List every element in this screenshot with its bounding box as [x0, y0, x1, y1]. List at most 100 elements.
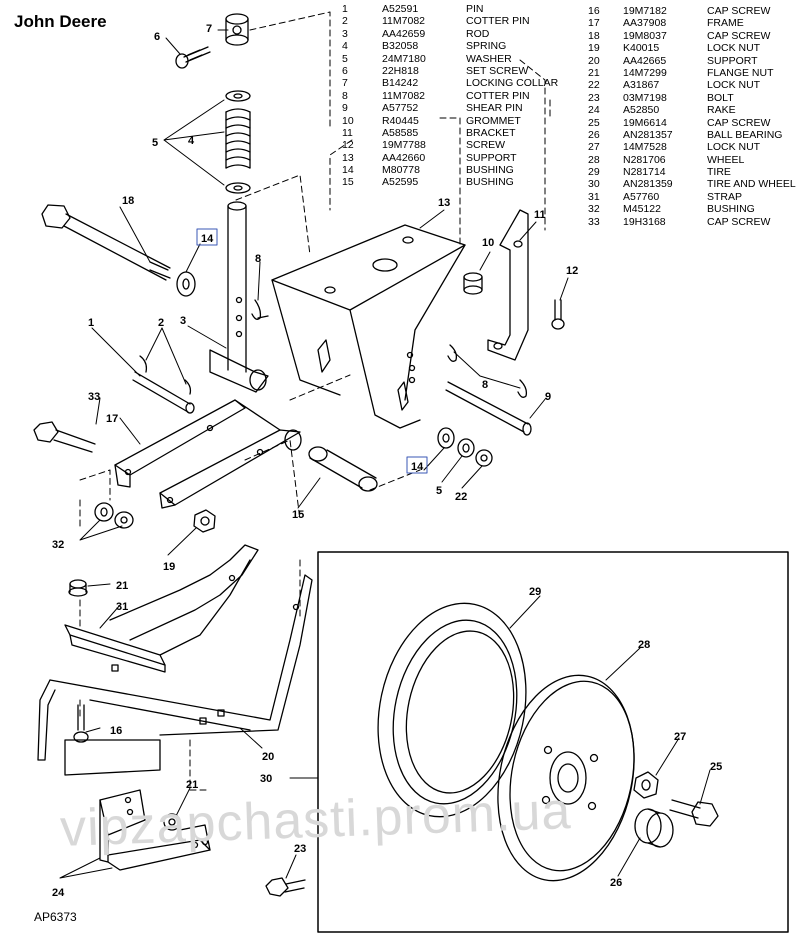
part-number: AA42665 [623, 54, 667, 67]
callout-8b: 8 [482, 379, 488, 391]
item-number: 30 [588, 178, 600, 191]
flange-nut-21b [163, 813, 181, 831]
bracket [487, 209, 529, 361]
part-number: 11M7082 [382, 15, 426, 28]
cap-screw-33 [33, 421, 96, 453]
part-number: 11M7082 [382, 89, 426, 102]
part-number: K40015 [623, 42, 660, 55]
part-number: 24M7180 [382, 52, 426, 65]
part-number: 19M7182 [623, 5, 667, 17]
part-description: SCREW [466, 139, 506, 152]
callout-5b: 5 [436, 485, 442, 497]
part-description: LOCK NUT [707, 141, 761, 154]
bushing-15 [308, 446, 378, 492]
callout-1: 1 [88, 317, 94, 329]
item-number: 4 [342, 40, 348, 53]
callout-4: 4 [188, 135, 195, 147]
part-number: 19M7788 [382, 139, 426, 152]
callout-33: 33 [88, 391, 100, 403]
callout-28: 28 [638, 639, 650, 651]
callout-box-14a [196, 228, 218, 246]
item-number: 23 [588, 91, 600, 104]
item-number: 33 [588, 215, 600, 228]
bushing-washer-nut-set [437, 427, 493, 467]
item-number: 19 [588, 42, 600, 55]
item-number: 11 [342, 126, 353, 139]
part-description: PIN [466, 3, 484, 15]
vertical-rod [209, 201, 269, 393]
flange-nut-21 [68, 579, 88, 597]
part-number: 14M7299 [623, 66, 667, 79]
item-number: 15 [342, 176, 354, 189]
part-description: SHEAR PIN [466, 102, 523, 115]
part-number: N281714 [623, 166, 666, 179]
ball-bearing [634, 808, 674, 848]
part-description: LOCK NUT [707, 42, 761, 55]
part-description: SPRING [466, 40, 507, 53]
part-number: A31867 [623, 79, 660, 92]
part-description: BALL BEARING [707, 128, 783, 141]
long-cap-screw [41, 204, 196, 297]
part-number: AA42660 [382, 151, 426, 164]
callout-25: 25 [710, 761, 722, 773]
callout-5a: 5 [152, 137, 158, 149]
part-number: A52850 [623, 104, 660, 117]
item-number: 31 [588, 190, 600, 203]
lock-nut-19 [193, 509, 216, 533]
cotter-pins [251, 299, 528, 398]
part-description: BUSHING [466, 176, 514, 189]
item-number: 22 [588, 79, 600, 92]
item-number: 24 [588, 104, 600, 117]
part-description: COTTER PIN [466, 89, 530, 102]
screw-12 [551, 299, 565, 330]
item-number: 16 [588, 5, 600, 17]
item-number: 28 [588, 153, 600, 166]
item-number: 12 [342, 139, 354, 152]
item-number: 3 [342, 27, 348, 40]
part-number: A52591 [382, 3, 419, 15]
item-number: 20 [588, 54, 600, 67]
part-description: CAP SCREW [707, 215, 771, 228]
callout-31: 31 [116, 601, 128, 613]
part-description: STRAP [707, 190, 743, 203]
part-description: TIRE [707, 166, 731, 179]
callout-8a: 8 [255, 253, 261, 265]
part-number: R40445 [382, 114, 419, 127]
bolt-23 [265, 877, 306, 897]
part-number: 19M8037 [623, 29, 667, 42]
part-number: B32058 [382, 40, 419, 53]
callout-17: 17 [106, 413, 118, 425]
part-description: LOCK NUT [707, 79, 761, 92]
part-number: AA42659 [382, 27, 426, 40]
figure-id: AP6373 [34, 910, 77, 924]
part-description: SUPPORT [707, 54, 758, 67]
part-description: FLANGE NUT [707, 66, 774, 79]
callout-19: 19 [163, 561, 175, 573]
callout-14b: 14 [411, 461, 424, 473]
callout-7: 7 [206, 23, 212, 35]
shear-pin [445, 381, 532, 436]
grommet [463, 272, 483, 295]
item-number: 25 [588, 116, 600, 129]
item-number: 26 [588, 128, 600, 141]
callout-2: 2 [158, 317, 164, 329]
item-number: 29 [588, 166, 600, 179]
part-number: B14242 [382, 77, 419, 90]
item-number: 17 [588, 17, 600, 30]
callout-9: 9 [545, 391, 551, 403]
part-description: CAP SCREW [707, 29, 771, 42]
part-number: M45122 [623, 203, 661, 216]
part-number: 19M6614 [623, 116, 667, 129]
part-description: SET SCREW [466, 64, 529, 77]
callout-32: 32 [52, 539, 64, 551]
part-number: M80778 [382, 164, 420, 177]
callout-leader-lines [59, 29, 711, 879]
item-number: 14 [342, 164, 354, 177]
part-description: CAP SCREW [707, 116, 771, 129]
callout-27: 27 [674, 731, 686, 743]
wheel [497, 674, 635, 882]
part-description: RAKE [707, 104, 736, 117]
callout-labels: 7 6 4 5 18 14 8 1 2 3 13 10 11 12 8 9 14… [52, 23, 722, 899]
